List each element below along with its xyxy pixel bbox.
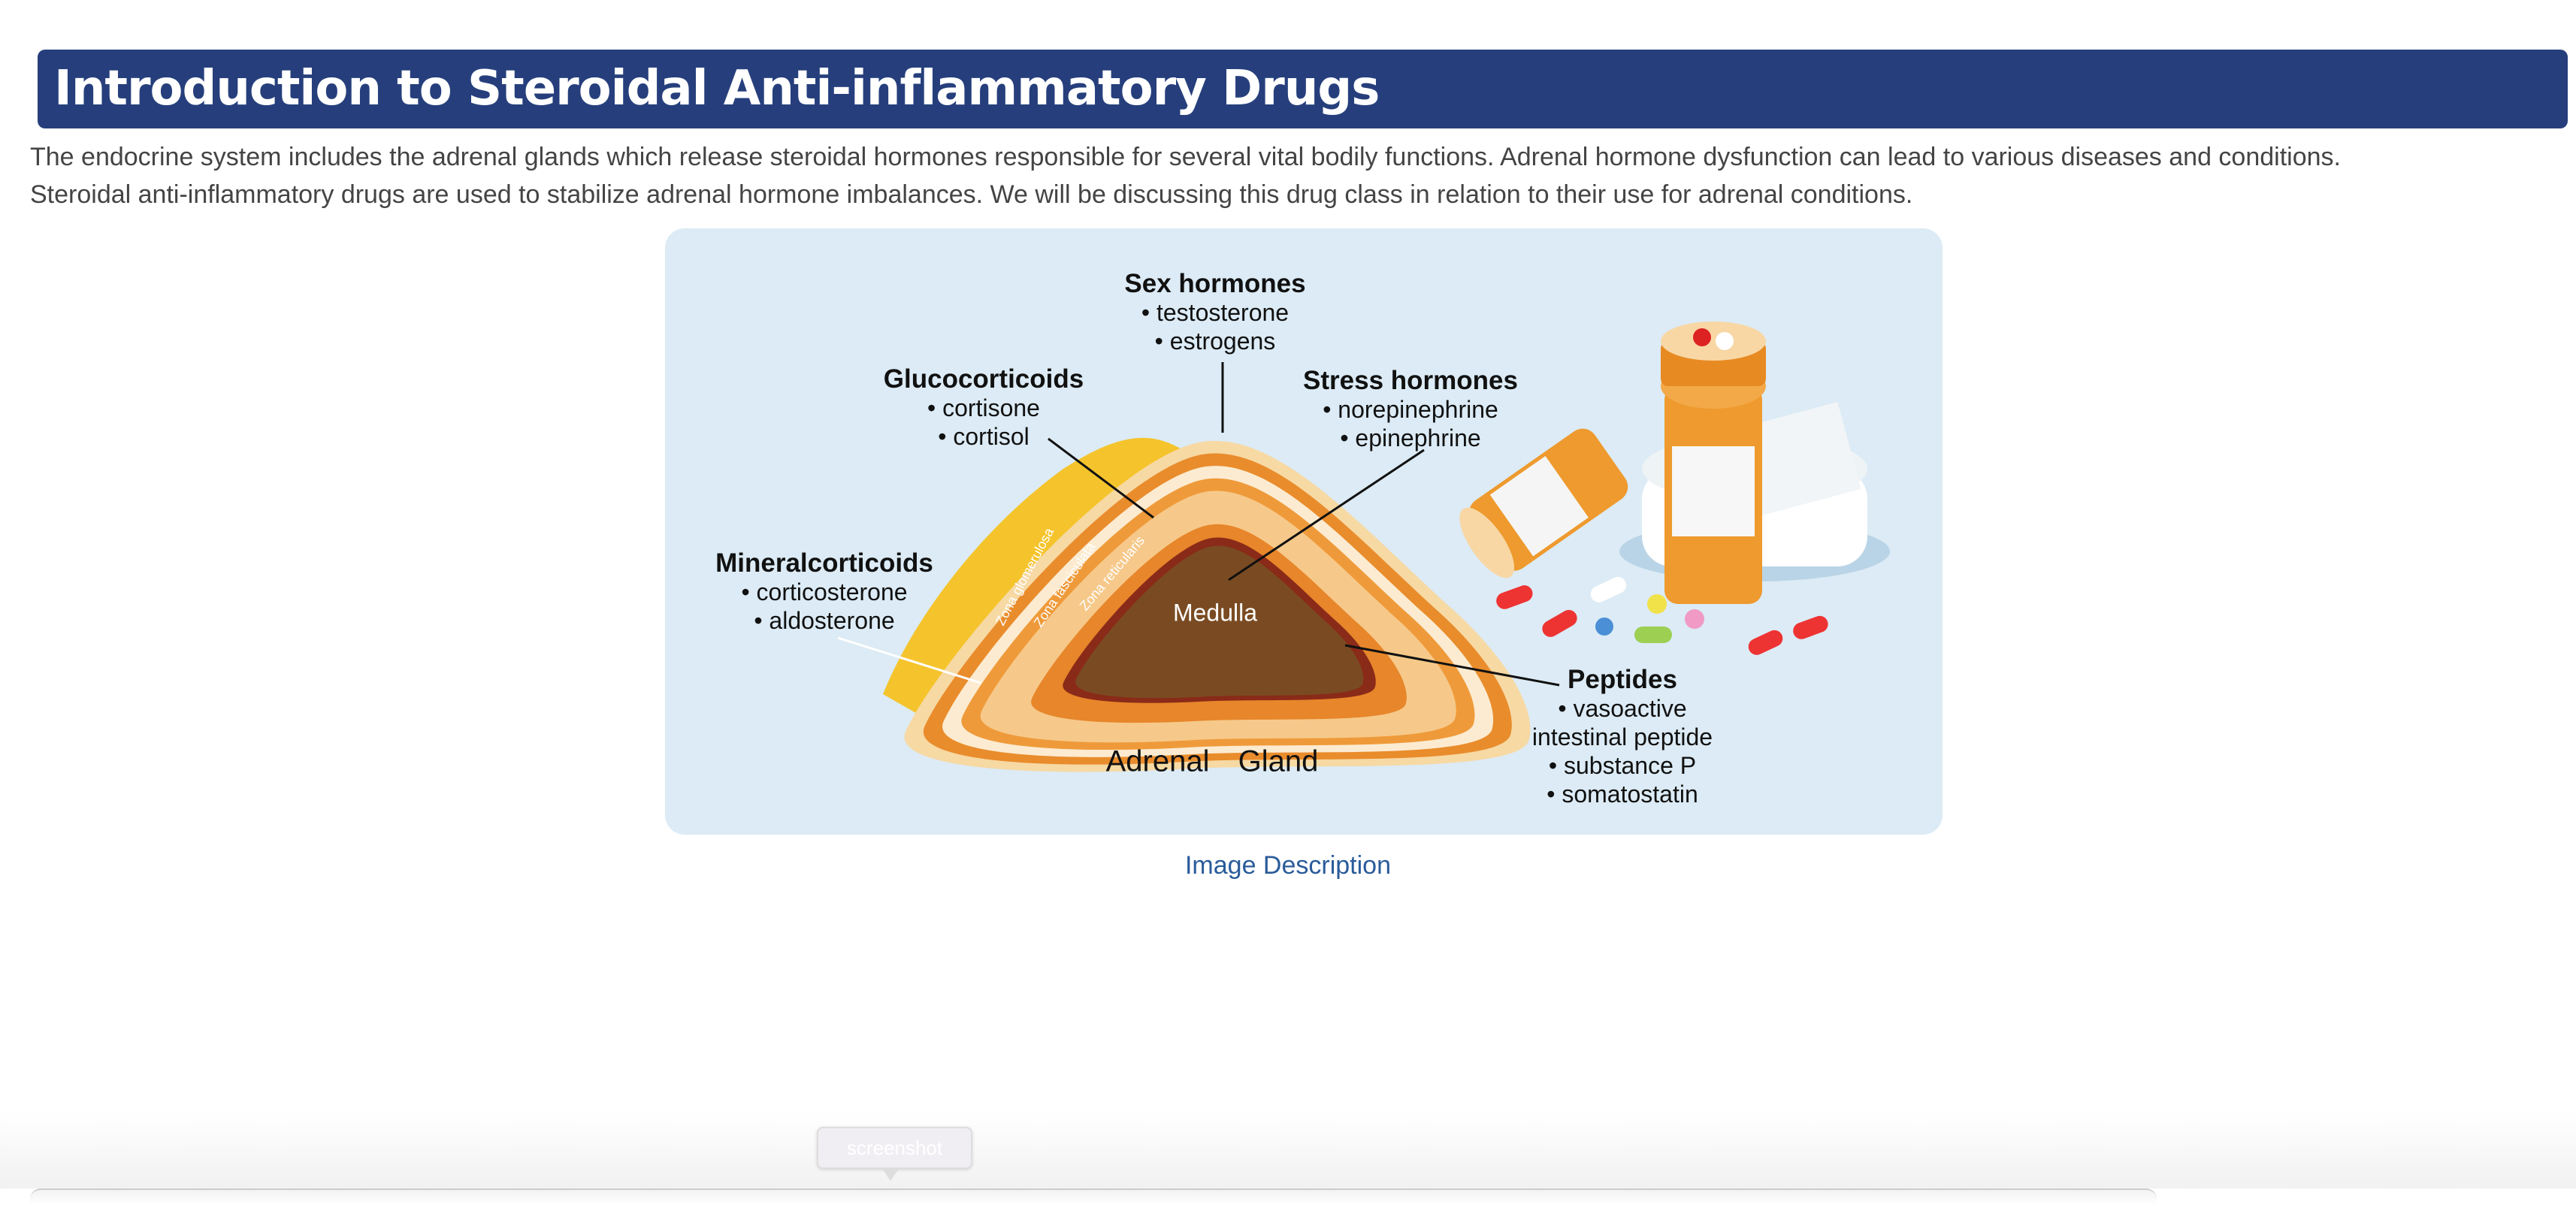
- label-title: Sex hormones: [1124, 269, 1306, 298]
- label-item: • somatostatin: [1547, 781, 1698, 808]
- adrenal-gland-illustration: Zona glomerulosa Zona fasciculata Zona r…: [837, 322, 1890, 772]
- bottom-fade: [0, 1112, 2576, 1188]
- intro-line-1: The endocrine system includes the adrena…: [30, 143, 2341, 171]
- label-title: Glucocorticoids: [883, 364, 1084, 394]
- intro-line-2: Steroidal anti-inflammatory drugs are us…: [30, 180, 1913, 209]
- intro-paragraph: The endocrine system includes the adrena…: [30, 138, 2555, 213]
- label-stress-hormones: Stress hormones • norepinephrine • epine…: [1303, 367, 1518, 452]
- label-title: Mineralcorticoids: [715, 548, 933, 578]
- adrenal-gland-figure: Zona glomerulosa Zona fasciculata Zona r…: [665, 228, 1943, 835]
- label-item: • cortisol: [938, 423, 1029, 450]
- image-description-link[interactable]: Image Description: [1184, 851, 1391, 880]
- gland-title: Adrenal Gland: [1105, 744, 1319, 778]
- screenshot-tooltip: screenshot: [817, 1127, 972, 1181]
- medulla-label: Medulla: [1172, 599, 1258, 627]
- label-item: • aldosterone: [754, 607, 895, 634]
- image-description: Image Description: [0, 851, 2576, 880]
- label-item: intestinal peptide: [1531, 723, 1713, 750]
- label-sex-hormones: Sex hormones • testosterone • estrogens: [1124, 270, 1305, 355]
- label-item: • vasoactive: [1558, 695, 1687, 722]
- pill-bottles-icon: [1459, 322, 1890, 655]
- label-glucocorticoids: Glucocorticoids • cortisone • cortisol: [884, 365, 1084, 451]
- label-title: Stress hormones: [1303, 366, 1518, 395]
- label-mineralcorticoids: Mineralcorticoids • corticosterone • ald…: [715, 549, 933, 635]
- label-item: • cortisone: [927, 394, 1040, 421]
- label-title: Peptides: [1568, 665, 1677, 694]
- label-item: • corticosterone: [741, 578, 908, 606]
- label-item: • testosterone: [1141, 299, 1290, 326]
- label-item: • estrogens: [1154, 328, 1276, 355]
- label-item: • epinephrine: [1340, 424, 1481, 451]
- label-item: • norepinephrine: [1323, 396, 1498, 423]
- bottom-toolbar: [30, 1188, 2157, 1205]
- page-title: Introduction to Steroidal Anti-inflammat…: [54, 61, 1380, 116]
- label-item: • substance P: [1548, 752, 1697, 779]
- page-header: Introduction to Steroidal Anti-inflammat…: [38, 50, 2568, 128]
- label-peptides: Peptides • vasoactive intestinal peptide…: [1532, 666, 1713, 808]
